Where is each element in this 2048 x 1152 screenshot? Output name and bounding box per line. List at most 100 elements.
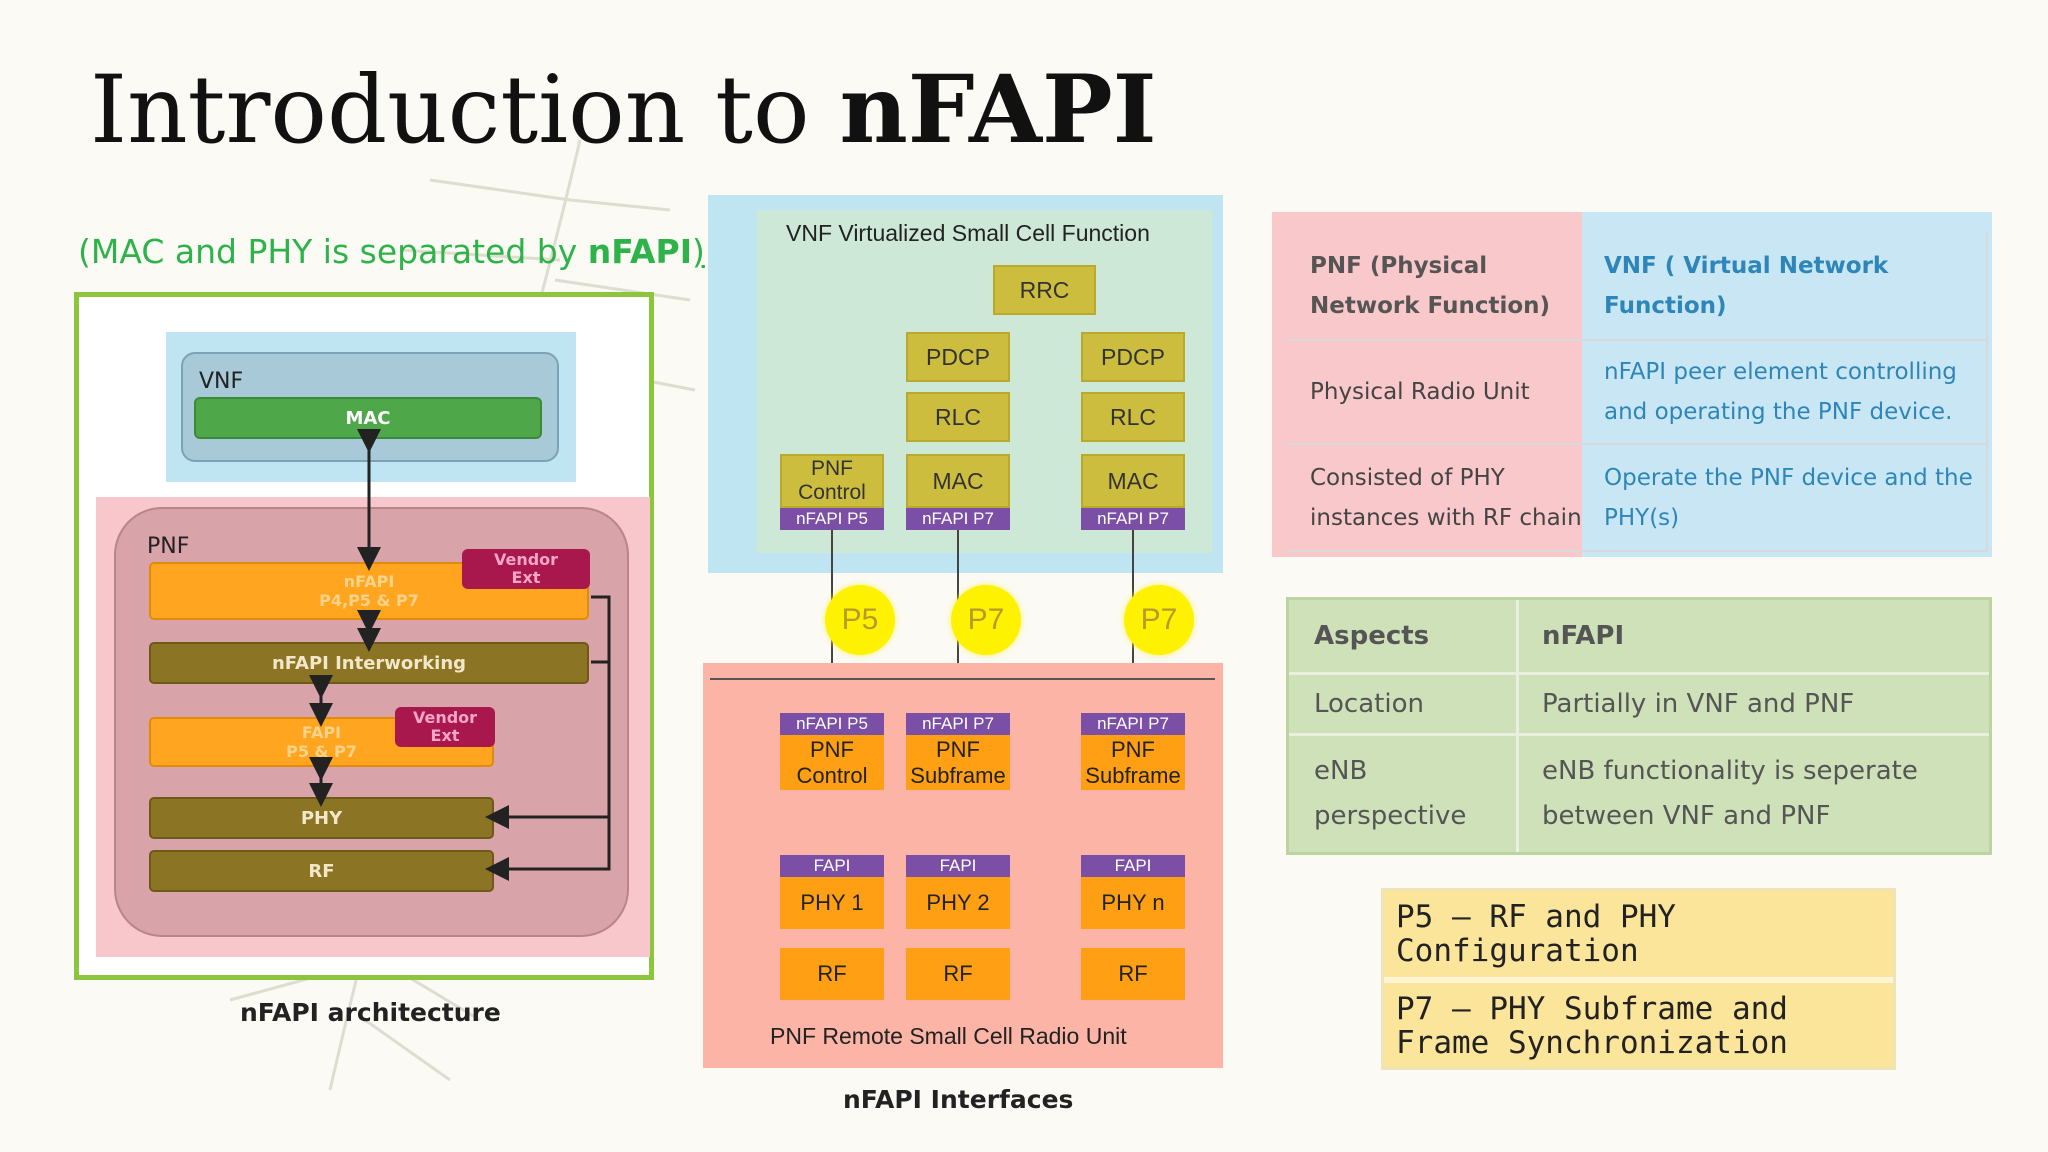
compare-row-divider-1 — [1288, 339, 1988, 341]
nfapi-header: nFAPI — [1520, 602, 1985, 670]
architecture-caption: nFAPI architecture — [240, 998, 501, 1027]
pnf-nfapi-p7-tag-2: nFAPI P7 — [1081, 713, 1185, 735]
vendor-ext-bottom-line2: Ext — [430, 726, 460, 745]
title-bold: nFAPI — [839, 55, 1157, 165]
vnf-header-cell: VNF ( Virtual Network Function) — [1582, 232, 1986, 339]
architecture-arrows — [309, 429, 611, 881]
aspects-row1-a: Location — [1292, 676, 1514, 732]
vnf-interface-title: VNF Virtualized Small Cell Function — [786, 220, 1150, 246]
vnf-pnf-control-block: PNF Control — [780, 454, 884, 508]
vendor-ext-bottom-line1: Vendor — [412, 708, 478, 727]
pnf-nfapi-p5-tag: nFAPI P5 — [780, 713, 884, 735]
rrc-block: RRC — [993, 265, 1096, 315]
vnf-pnf-control-line2: Control — [798, 481, 866, 504]
pnf-interface-title: PNF Remote Small Cell Radio Unit — [770, 1023, 1127, 1049]
rf-block-1: RF — [780, 948, 884, 1000]
legend-divider — [1384, 977, 1893, 983]
p7-interface-circle-1: P7 — [951, 585, 1021, 655]
fapi-tag-3: FAPI — [1081, 855, 1185, 877]
vnf-nfapi-p5-tag: nFAPI P5 — [780, 508, 884, 530]
legend-p5: P5 – RF and PHY Configuration — [1384, 893, 1893, 975]
slide-title: Introduction to nFAPI — [90, 55, 1157, 166]
p5-interface-circle: P5 — [825, 585, 895, 655]
p7-interface-circle-2: P7 — [1124, 585, 1194, 655]
rlc-block-2: RLC — [1081, 392, 1185, 442]
vnf-row1-cell: nFAPI peer element controlling and opera… — [1582, 341, 1986, 443]
rf-block-3: RF — [1081, 948, 1185, 1000]
vnf-pnf-control-line1: PNF — [811, 457, 853, 480]
vendor-ext-top-line1: Vendor — [493, 550, 559, 569]
subtitle: (MAC and PHY is separated by nFAPI) — [78, 232, 705, 271]
vendor-ext-top-line2: Ext — [511, 568, 541, 587]
aspects-row2-a: eNB perspective — [1292, 737, 1514, 851]
interfaces-caption: nFAPI Interfaces — [843, 1085, 1074, 1114]
nfapi-block-line2: P4,P5 & P7 — [319, 591, 419, 610]
aspects-row-divider-1 — [1289, 672, 1989, 675]
compare-row-divider-2 — [1288, 443, 1988, 445]
aspects-row1-b: Partially in VNF and PNF — [1520, 676, 1985, 732]
aspects-row2-a-line2: perspective — [1314, 801, 1467, 831]
aspects-row2-b-line2: between VNF and PNF — [1542, 801, 1831, 831]
architecture-frame: VNF MAC PNF nFAPI P4,P5 & P7 Vendor Ext … — [74, 292, 654, 980]
phy-1-block: PHY 1 — [780, 877, 884, 929]
pnf-subframe-2-line2: Subframe — [1085, 762, 1181, 788]
vnf-row2-cell: Operate the PNF device and the PHY(s) — [1582, 445, 1986, 550]
subtitle-nfapi: nFAPI — [587, 232, 693, 271]
aspects-row2-a-line1: eNB — [1314, 756, 1368, 786]
phy-2-block: PHY 2 — [906, 877, 1010, 929]
pnf-row2-line1: Consisted of PHY — [1310, 464, 1505, 491]
aspects-row1-b-text: Partially in VNF and PNF — [1542, 688, 1855, 719]
pnf-row2-line2: instances with RF chain — [1310, 504, 1582, 531]
vendor-ext-top: Vendor Ext — [462, 549, 590, 589]
pnf-subframe-block-2: PNF Subframe — [1081, 735, 1185, 790]
vnf-row2-line1: Operate the PNF device and the — [1604, 464, 1973, 491]
aspects-row2-b-line1: eNB functionality is seperate — [1542, 756, 1918, 786]
fapi-block-line2: P5 & P7 — [286, 742, 357, 761]
fapi-block-line1: FAPI — [301, 723, 342, 742]
legend-p5-line2: Configuration — [1396, 933, 1639, 969]
pnf-header-cell: PNF (Physical Network Function) — [1288, 232, 1582, 339]
rlc-block-1: RLC — [906, 392, 1010, 442]
rf-block: RF — [149, 850, 494, 892]
vnf-row2-line2: PHY(s) — [1604, 504, 1680, 531]
pnf-subframe-1-line1: PNF — [936, 736, 980, 762]
pnf-interface-divider — [710, 678, 1215, 680]
legend-p5-line1: P5 – RF and PHY — [1396, 899, 1676, 935]
vnf-row1-line2: and operating the PNF device. — [1604, 399, 1953, 425]
mac-block: MAC — [194, 397, 542, 439]
subtitle-text: (MAC and PHY is separated by — [78, 232, 588, 271]
nfapi-block-line1: nFAPI — [343, 572, 395, 591]
aspects-col-divider — [1516, 600, 1519, 852]
pdcp-block-1: PDCP — [906, 332, 1010, 382]
pnf-subframe-1-line2: Subframe — [910, 762, 1006, 788]
pnf-row1-cell: Physical Radio Unit — [1288, 341, 1582, 443]
legend-p7-line1: P7 – PHY Subframe and — [1396, 991, 1788, 1027]
fapi-tag-2: FAPI — [906, 855, 1010, 877]
aspects-row1-a-text: Location — [1314, 688, 1424, 719]
pdcp-block-2: PDCP — [1081, 332, 1185, 382]
pnf-label: PNF — [147, 534, 190, 559]
pnf-control-line2: Control — [796, 762, 868, 788]
legend-p7: P7 – PHY Subframe and Frame Synchronizat… — [1384, 985, 1893, 1067]
vendor-ext-bottom: Vendor Ext — [395, 707, 495, 747]
legend-p7-line2: Frame Synchronization — [1396, 1025, 1788, 1061]
vnf-nfapi-p7-tag-1: nFAPI P7 — [906, 508, 1010, 530]
pnf-header-line1: PNF (Physical — [1310, 252, 1488, 279]
pnf-control-block: PNF Control — [780, 735, 884, 790]
pnf-subframe-block-1: PNF Subframe — [906, 735, 1010, 790]
rf-block-2: RF — [906, 948, 1010, 1000]
pnf-subframe-2-line1: PNF — [1111, 736, 1155, 762]
pnf-row2-cell: Consisted of PHY instances with RF chain — [1288, 445, 1582, 550]
mac-block-2: MAC — [1081, 454, 1185, 508]
vnf-label: VNF — [199, 369, 244, 394]
title-prefix: Introduction to — [90, 56, 840, 165]
aspects-header: Aspects — [1292, 602, 1514, 670]
vnf-nfapi-p7-tag-2: nFAPI P7 — [1081, 508, 1185, 530]
subtitle-paren: ) — [692, 232, 705, 271]
aspects-row2-b: eNB functionality is seperate between VN… — [1520, 737, 1985, 851]
fapi-tag-1: FAPI — [780, 855, 884, 877]
mac-block-1: MAC — [906, 454, 1010, 508]
phy-n-block: PHY n — [1081, 877, 1185, 929]
pnf-header-line2: Network Function) — [1310, 292, 1551, 319]
pnf-row1-text: Physical Radio Unit — [1310, 379, 1530, 405]
